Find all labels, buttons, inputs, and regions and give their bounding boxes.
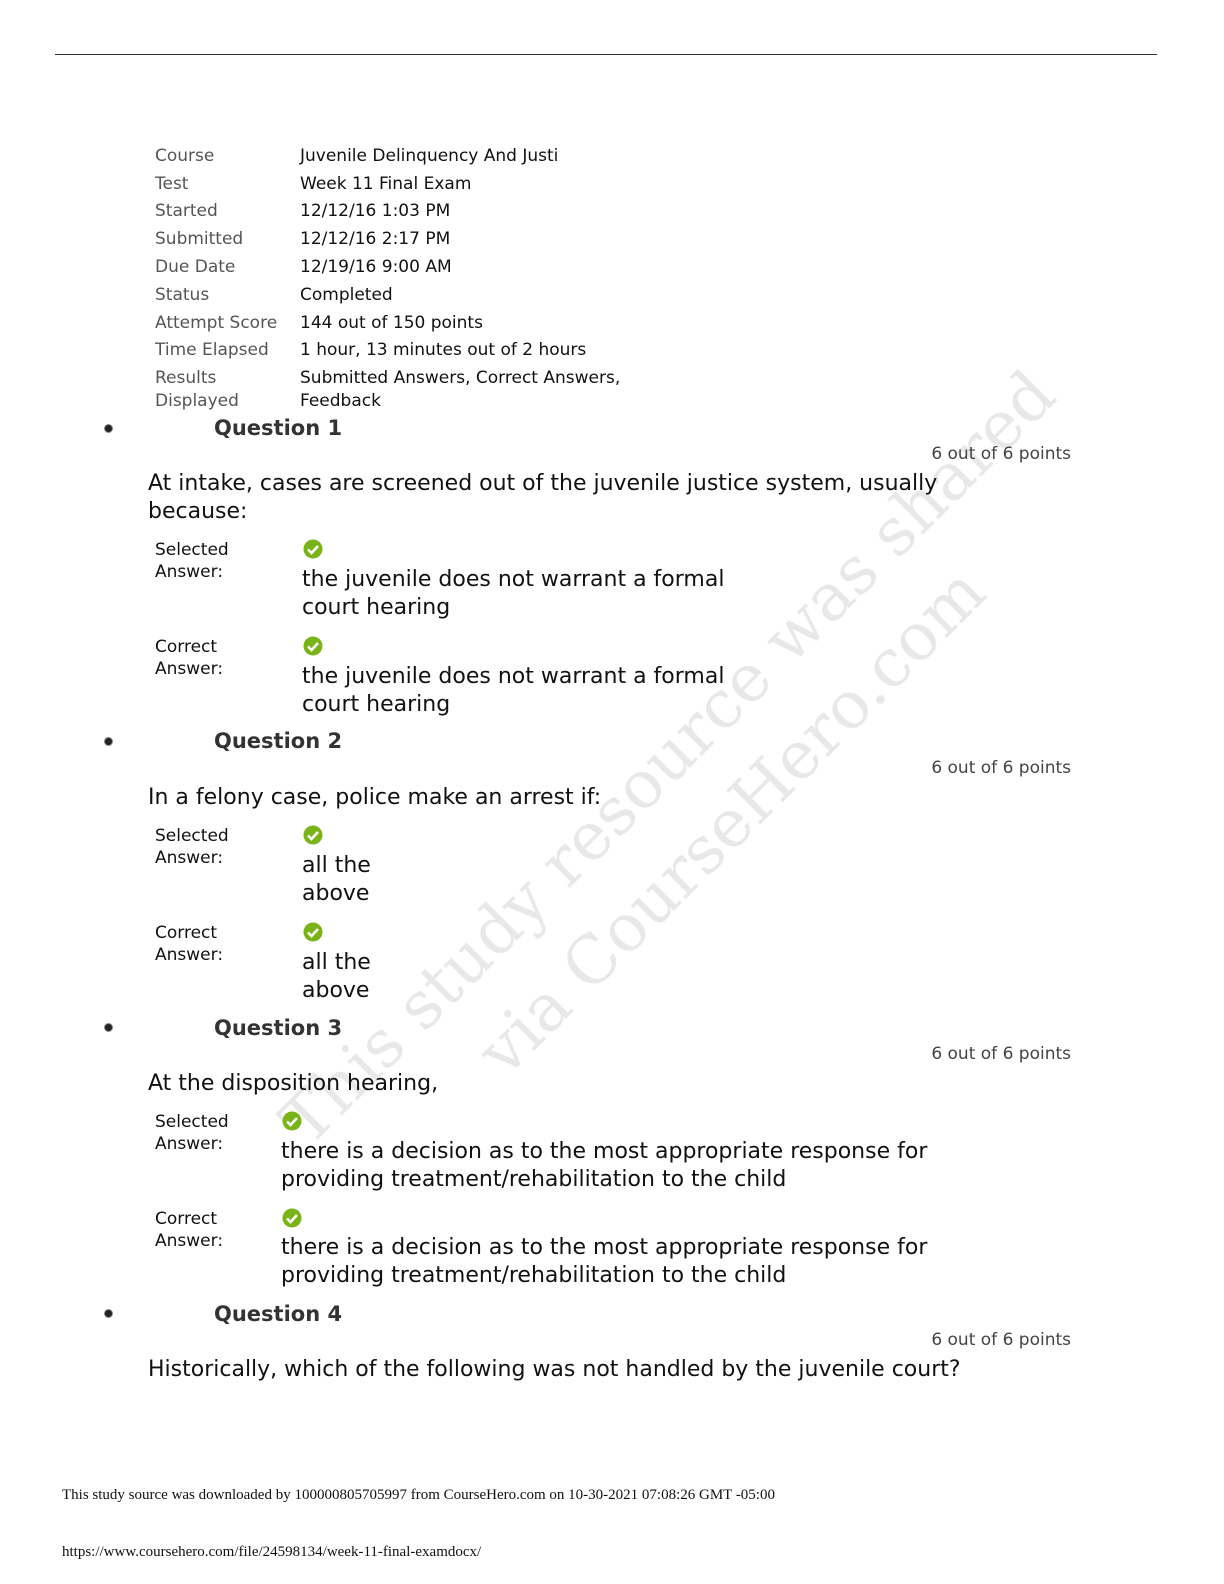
correct-answer-text: there is a decision as to the most appro…	[281, 1235, 928, 1288]
bullet-icon	[104, 424, 113, 433]
summary-label: Status	[155, 285, 210, 305]
summary-value: 12/12/16 1:03 PM	[300, 201, 451, 221]
question-points: 6 out of 6 points	[931, 1044, 1071, 1064]
summary-value: Completed	[300, 285, 393, 305]
selected-answer-text: there is a decision as to the most appro…	[281, 1139, 928, 1192]
question-text: In a felony case, police make an arrest …	[148, 785, 602, 810]
correct-answer-text: the juvenile does not warrant a formal c…	[302, 664, 725, 717]
summary-value: Submitted Answers, Correct Answers, Feed…	[300, 368, 621, 411]
question-title: Question 3	[214, 1016, 343, 1040]
summary-value: 12/12/16 2:17 PM	[300, 229, 451, 249]
check-icon	[303, 636, 323, 656]
source-url[interactable]: https://www.coursehero.com/file/24598134…	[62, 1544, 482, 1560]
summary-value: Juvenile Delinquency And Justi	[300, 146, 559, 166]
summary-value: 144 out of 150 points	[300, 313, 483, 333]
download-note: This study source was downloaded by 1000…	[62, 1487, 775, 1503]
correct-answer-text: all the above	[302, 950, 371, 1003]
summary-label: Results Displayed	[155, 368, 239, 411]
summary-label: Attempt Score	[155, 313, 278, 333]
check-icon	[303, 922, 323, 942]
question-points: 6 out of 6 points	[931, 444, 1071, 464]
selected-answer-label: Selected Answer:	[155, 1112, 229, 1154]
question-text: At intake, cases are screened out of the…	[148, 471, 938, 524]
summary-value: Week 11 Final Exam	[300, 174, 472, 194]
question-title: Question 4	[214, 1302, 343, 1326]
question-points: 6 out of 6 points	[931, 758, 1071, 778]
correct-answer-label: Correct Answer:	[155, 923, 224, 965]
check-icon	[303, 539, 323, 559]
selected-answer-label: Selected Answer:	[155, 826, 229, 868]
summary-label: Test	[155, 174, 189, 194]
summary-value: 1 hour, 13 minutes out of 2 hours	[300, 340, 587, 360]
question-text: Historically, which of the following was…	[148, 1357, 961, 1382]
bullet-icon	[104, 1309, 113, 1318]
summary-value: 12/19/16 9:00 AM	[300, 257, 452, 277]
summary-label: Due Date	[155, 257, 236, 277]
summary-label: Course	[155, 146, 215, 166]
summary-label: Started	[155, 201, 218, 221]
top-rule	[55, 54, 1157, 55]
question-title: Question 1	[214, 416, 343, 440]
correct-answer-label: Correct Answer:	[155, 637, 224, 679]
selected-answer-text: all the above	[302, 853, 371, 906]
question-title: Question 2	[214, 729, 343, 753]
question-text: At the disposition hearing,	[148, 1071, 439, 1096]
bullet-icon	[104, 737, 113, 746]
summary-label: Time Elapsed	[155, 340, 269, 360]
correct-answer-label: Correct Answer:	[155, 1209, 224, 1251]
selected-answer-text: the juvenile does not warrant a formal c…	[302, 567, 725, 620]
question-points: 6 out of 6 points	[931, 1330, 1071, 1350]
summary-label: Submitted	[155, 229, 244, 249]
check-icon	[303, 825, 323, 845]
bullet-icon	[104, 1023, 113, 1032]
check-icon	[282, 1111, 302, 1131]
check-icon	[282, 1208, 302, 1228]
selected-answer-label: Selected Answer:	[155, 540, 229, 582]
